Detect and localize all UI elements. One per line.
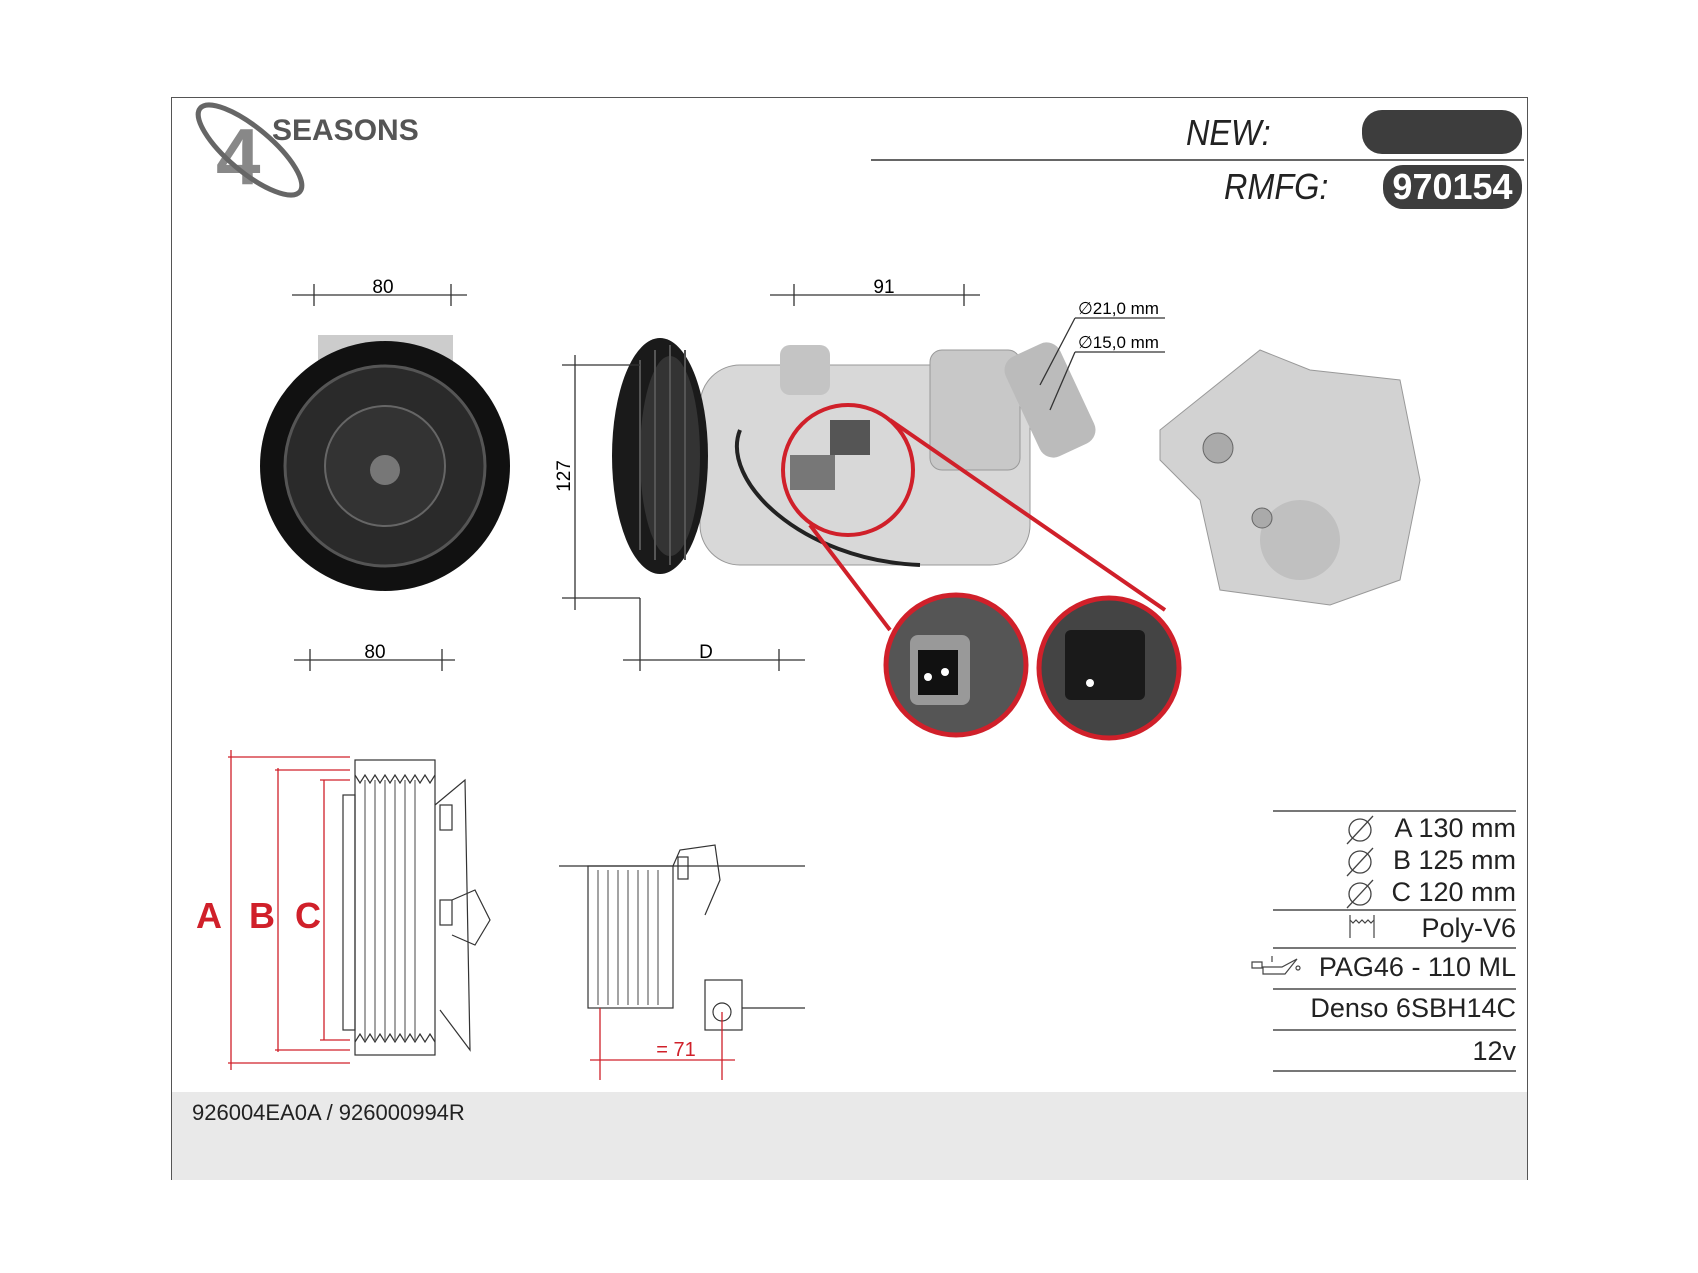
front-view-photo — [260, 335, 510, 591]
spec-oil: PAG46 - 110 ML — [1318, 952, 1516, 982]
rear-view-photo — [1159, 349, 1421, 606]
oe-numbers: 926004EA0A / 926000994R — [192, 1100, 465, 1125]
footer-band: 926004EA0A / 926000994R — [172, 1092, 1527, 1180]
spec-divider — [1273, 1070, 1516, 1072]
spec-divider — [1273, 988, 1516, 990]
front-width-bottom: 80 — [364, 642, 385, 663]
spec-diameter-b: B 125 mm — [1392, 845, 1516, 875]
four-seasons-logo: 4 SEASONS — [195, 102, 419, 201]
pulley-label-b: B — [249, 895, 275, 936]
body-length: 91 — [873, 277, 894, 298]
offset-dimension-lines — [590, 1008, 735, 1080]
offset-dimension: = 71 — [656, 1039, 695, 1061]
side-dimension-lines — [562, 284, 1165, 671]
oil-can-icon — [1251, 956, 1301, 975]
belt-icon — [1349, 915, 1375, 938]
spec-divider — [1273, 810, 1516, 812]
pulley-section-drawing — [342, 759, 491, 1056]
connector-detail-insets — [781, 403, 1182, 741]
spec-diameter-a: A 130 mm — [1394, 813, 1516, 843]
diameter-icons — [1346, 815, 1374, 909]
spec-divider — [1273, 909, 1516, 911]
rmfg-label: RMFG: — [1224, 166, 1329, 207]
spec-diameter-c: C 120 mm — [1391, 877, 1516, 907]
height-dimension: 127 — [554, 460, 575, 492]
front-dimension-lines — [292, 284, 467, 671]
header-divider — [871, 159, 1524, 161]
spec-divider — [1273, 1029, 1516, 1031]
port-small-diameter: ∅15,0 mm — [1078, 333, 1159, 352]
spec-divider — [1273, 947, 1516, 949]
spec-belt: Poly-V6 — [1421, 913, 1516, 943]
svg-text:SEASONS: SEASONS — [272, 114, 419, 147]
pulley-label-c: C — [295, 895, 321, 936]
pulley-offset-drawing — [559, 844, 805, 1031]
pulley-label-a: A — [196, 895, 222, 936]
depth-dimension: D — [699, 642, 713, 663]
side-view-photo — [612, 338, 1096, 574]
front-width-top: 80 — [372, 277, 393, 298]
new-label: NEW: — [1186, 112, 1271, 153]
pulley-diameter-lines — [228, 750, 350, 1070]
new-part-number-badge — [1362, 110, 1522, 154]
spec-model: Denso 6SBH14C — [1310, 993, 1516, 1023]
port-large-diameter: ∅21,0 mm — [1078, 299, 1159, 318]
rmfg-part-number-badge: 970154 — [1383, 165, 1522, 209]
spec-voltage: 12v — [1472, 1036, 1516, 1066]
